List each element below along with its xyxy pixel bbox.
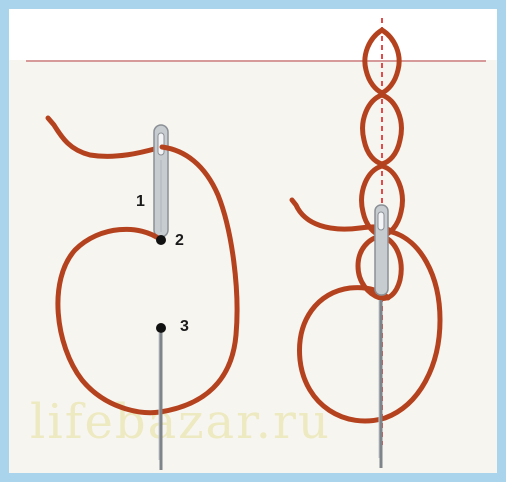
needle-icon <box>375 205 388 468</box>
left-thread-tail <box>48 118 162 156</box>
left-thread-through-eye <box>160 147 237 412</box>
point-2-label: 2 <box>175 232 184 250</box>
needle-icon <box>159 333 161 470</box>
point-1-label: 1 <box>136 193 145 211</box>
right-thread-loop <box>300 232 440 421</box>
needle-icon <box>154 125 168 237</box>
point-3-dot <box>156 323 166 333</box>
point-2-dot <box>156 235 166 245</box>
point-3-label: 3 <box>180 318 189 336</box>
left-thread-loop <box>58 229 161 412</box>
